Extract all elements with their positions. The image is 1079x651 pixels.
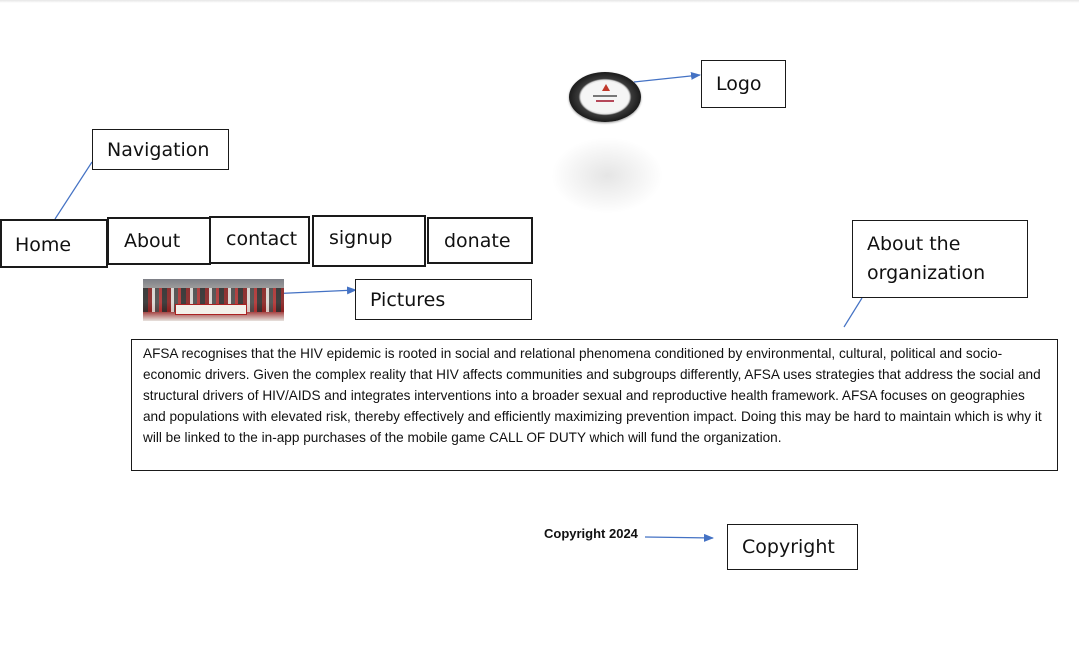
navigation-arrow: [54, 161, 93, 220]
nav-contact-button[interactable]: contact: [209, 216, 310, 264]
about-arrow: [843, 297, 863, 328]
navigation-callout: Navigation: [92, 129, 229, 170]
pictures-callout: Pictures: [355, 279, 532, 320]
copyright-text: Copyright 2024: [544, 526, 638, 541]
crowd-photo-icon[interactable]: [143, 279, 284, 321]
logo-line: [593, 95, 617, 97]
copyright-arrow: [644, 533, 714, 542]
nav-about-button[interactable]: About: [107, 217, 211, 265]
logo-icon[interactable]: [569, 72, 641, 122]
logo-line-accent: [596, 100, 614, 102]
nav-signup-button[interactable]: signup: [312, 215, 426, 267]
about-callout-line2: organization: [867, 262, 986, 284]
about-callout-line1: About the: [867, 233, 961, 255]
logo-shadow: [552, 138, 662, 213]
logo-arrow: [633, 71, 701, 83]
nav-donate-button[interactable]: donate: [427, 217, 533, 264]
logo-callout: Logo: [701, 60, 786, 108]
logo-inner: [581, 81, 629, 113]
top-divider: [0, 0, 1079, 3]
about-text: AFSA recognises that the HIV epidemic is…: [131, 339, 1058, 471]
copyright-callout: Copyright: [727, 524, 858, 570]
about-callout: About the organization: [852, 220, 1028, 298]
photo-banner: [175, 304, 247, 315]
logo-mark: [602, 84, 610, 91]
nav-home-button[interactable]: Home: [0, 219, 108, 268]
